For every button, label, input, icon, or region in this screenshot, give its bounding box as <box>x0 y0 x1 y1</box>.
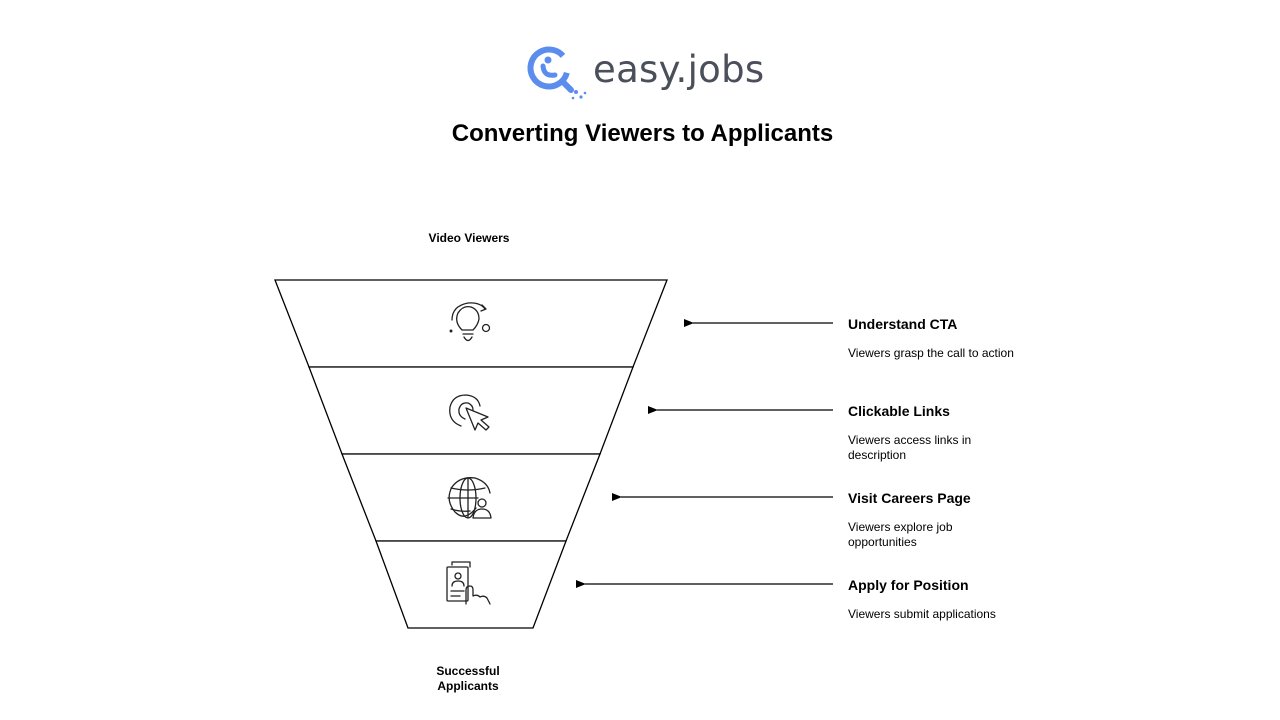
lightbulb-icon <box>449 302 491 342</box>
stage-3-description: Viewers explore job opportunities <box>848 520 953 549</box>
funnel-top-label: Video Viewers <box>428 231 510 245</box>
stage-2-description: Viewers access links in description <box>848 433 972 462</box>
stage-3-title: Visit Careers Page <box>848 490 971 506</box>
diagram-title: Converting Viewers to Applicants <box>451 120 834 147</box>
stage-4-title: Apply for Position <box>848 577 969 593</box>
brand-logo: easy.jobs <box>524 42 764 102</box>
funnel-stage-4 <box>375 540 567 629</box>
funnel-bottom-label: Successful Applicants <box>436 664 500 693</box>
stage-2-title: Clickable Links <box>848 403 950 419</box>
funnel-stage-1 <box>274 279 668 368</box>
stage-1-title: Understand CTA <box>848 316 958 332</box>
magnifier-person-icon <box>527 46 587 100</box>
stage-1-description: Viewers grasp the call to action <box>848 346 1014 360</box>
application-hand-icon <box>446 561 491 605</box>
cursor-click-icon <box>449 394 490 431</box>
brand-name: easy.jobs <box>593 48 765 91</box>
globe-user-icon <box>447 477 492 519</box>
stage-4-description: Viewers submit applications <box>848 607 996 621</box>
